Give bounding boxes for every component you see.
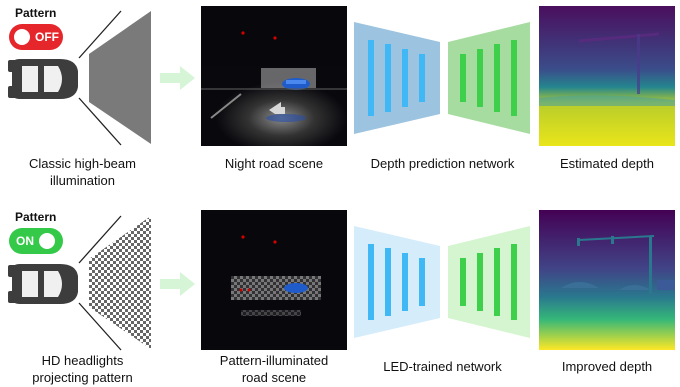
caption-line-1: Classic high-beam	[29, 156, 136, 171]
network-caption: LED-trained network	[383, 359, 502, 374]
depth-map-image	[539, 6, 675, 146]
pattern-title: Pattern	[15, 210, 57, 224]
encoder-block	[354, 22, 440, 134]
toggle-label: OFF	[35, 30, 59, 44]
caption-line-1: HD headlights	[41, 353, 124, 368]
caption-line-1: Night road scene	[224, 156, 324, 171]
light-beam-icon	[78, 10, 151, 146]
depth-map-image	[539, 210, 675, 350]
pattern-road-scene-image	[201, 210, 347, 350]
caption-line-2: illumination	[49, 173, 116, 188]
pattern-toggle-on[interactable]: ON	[9, 228, 63, 254]
toggle-label: ON	[16, 234, 34, 248]
night-road-scene-image	[201, 6, 347, 146]
caption-line-2: road scene	[241, 370, 307, 385]
depth-network-icon	[354, 22, 530, 134]
decoder-block	[448, 22, 530, 134]
encoder-block	[354, 226, 440, 338]
depth-caption: Estimated depth	[560, 156, 654, 171]
pattern-title: Pattern	[15, 6, 57, 20]
network-caption: Depth prediction network	[370, 156, 515, 171]
illumination-caption: Classic high-beam illumination	[0, 155, 165, 189]
toggle-knob	[14, 29, 30, 45]
arrow-right-icon	[160, 272, 195, 296]
scene-caption: Pattern-illuminated road scene	[198, 352, 350, 386]
illumination-caption: HD headlights projecting pattern	[0, 352, 165, 386]
arrow-right-icon	[160, 66, 195, 90]
depth-caption: Improved depth	[561, 359, 653, 374]
toggle-knob	[39, 233, 55, 249]
pattern-beam-icon	[78, 215, 151, 351]
caption-line-2: projecting pattern	[32, 370, 133, 385]
car-icon	[8, 59, 78, 99]
led-network-icon	[354, 226, 530, 338]
car-icon	[8, 264, 78, 304]
decoder-block	[448, 226, 530, 338]
pattern-toggle-off[interactable]: OFF	[9, 24, 63, 50]
scene-caption: Night road scene	[198, 155, 350, 172]
caption-line-1: Pattern-illuminated	[219, 353, 329, 368]
